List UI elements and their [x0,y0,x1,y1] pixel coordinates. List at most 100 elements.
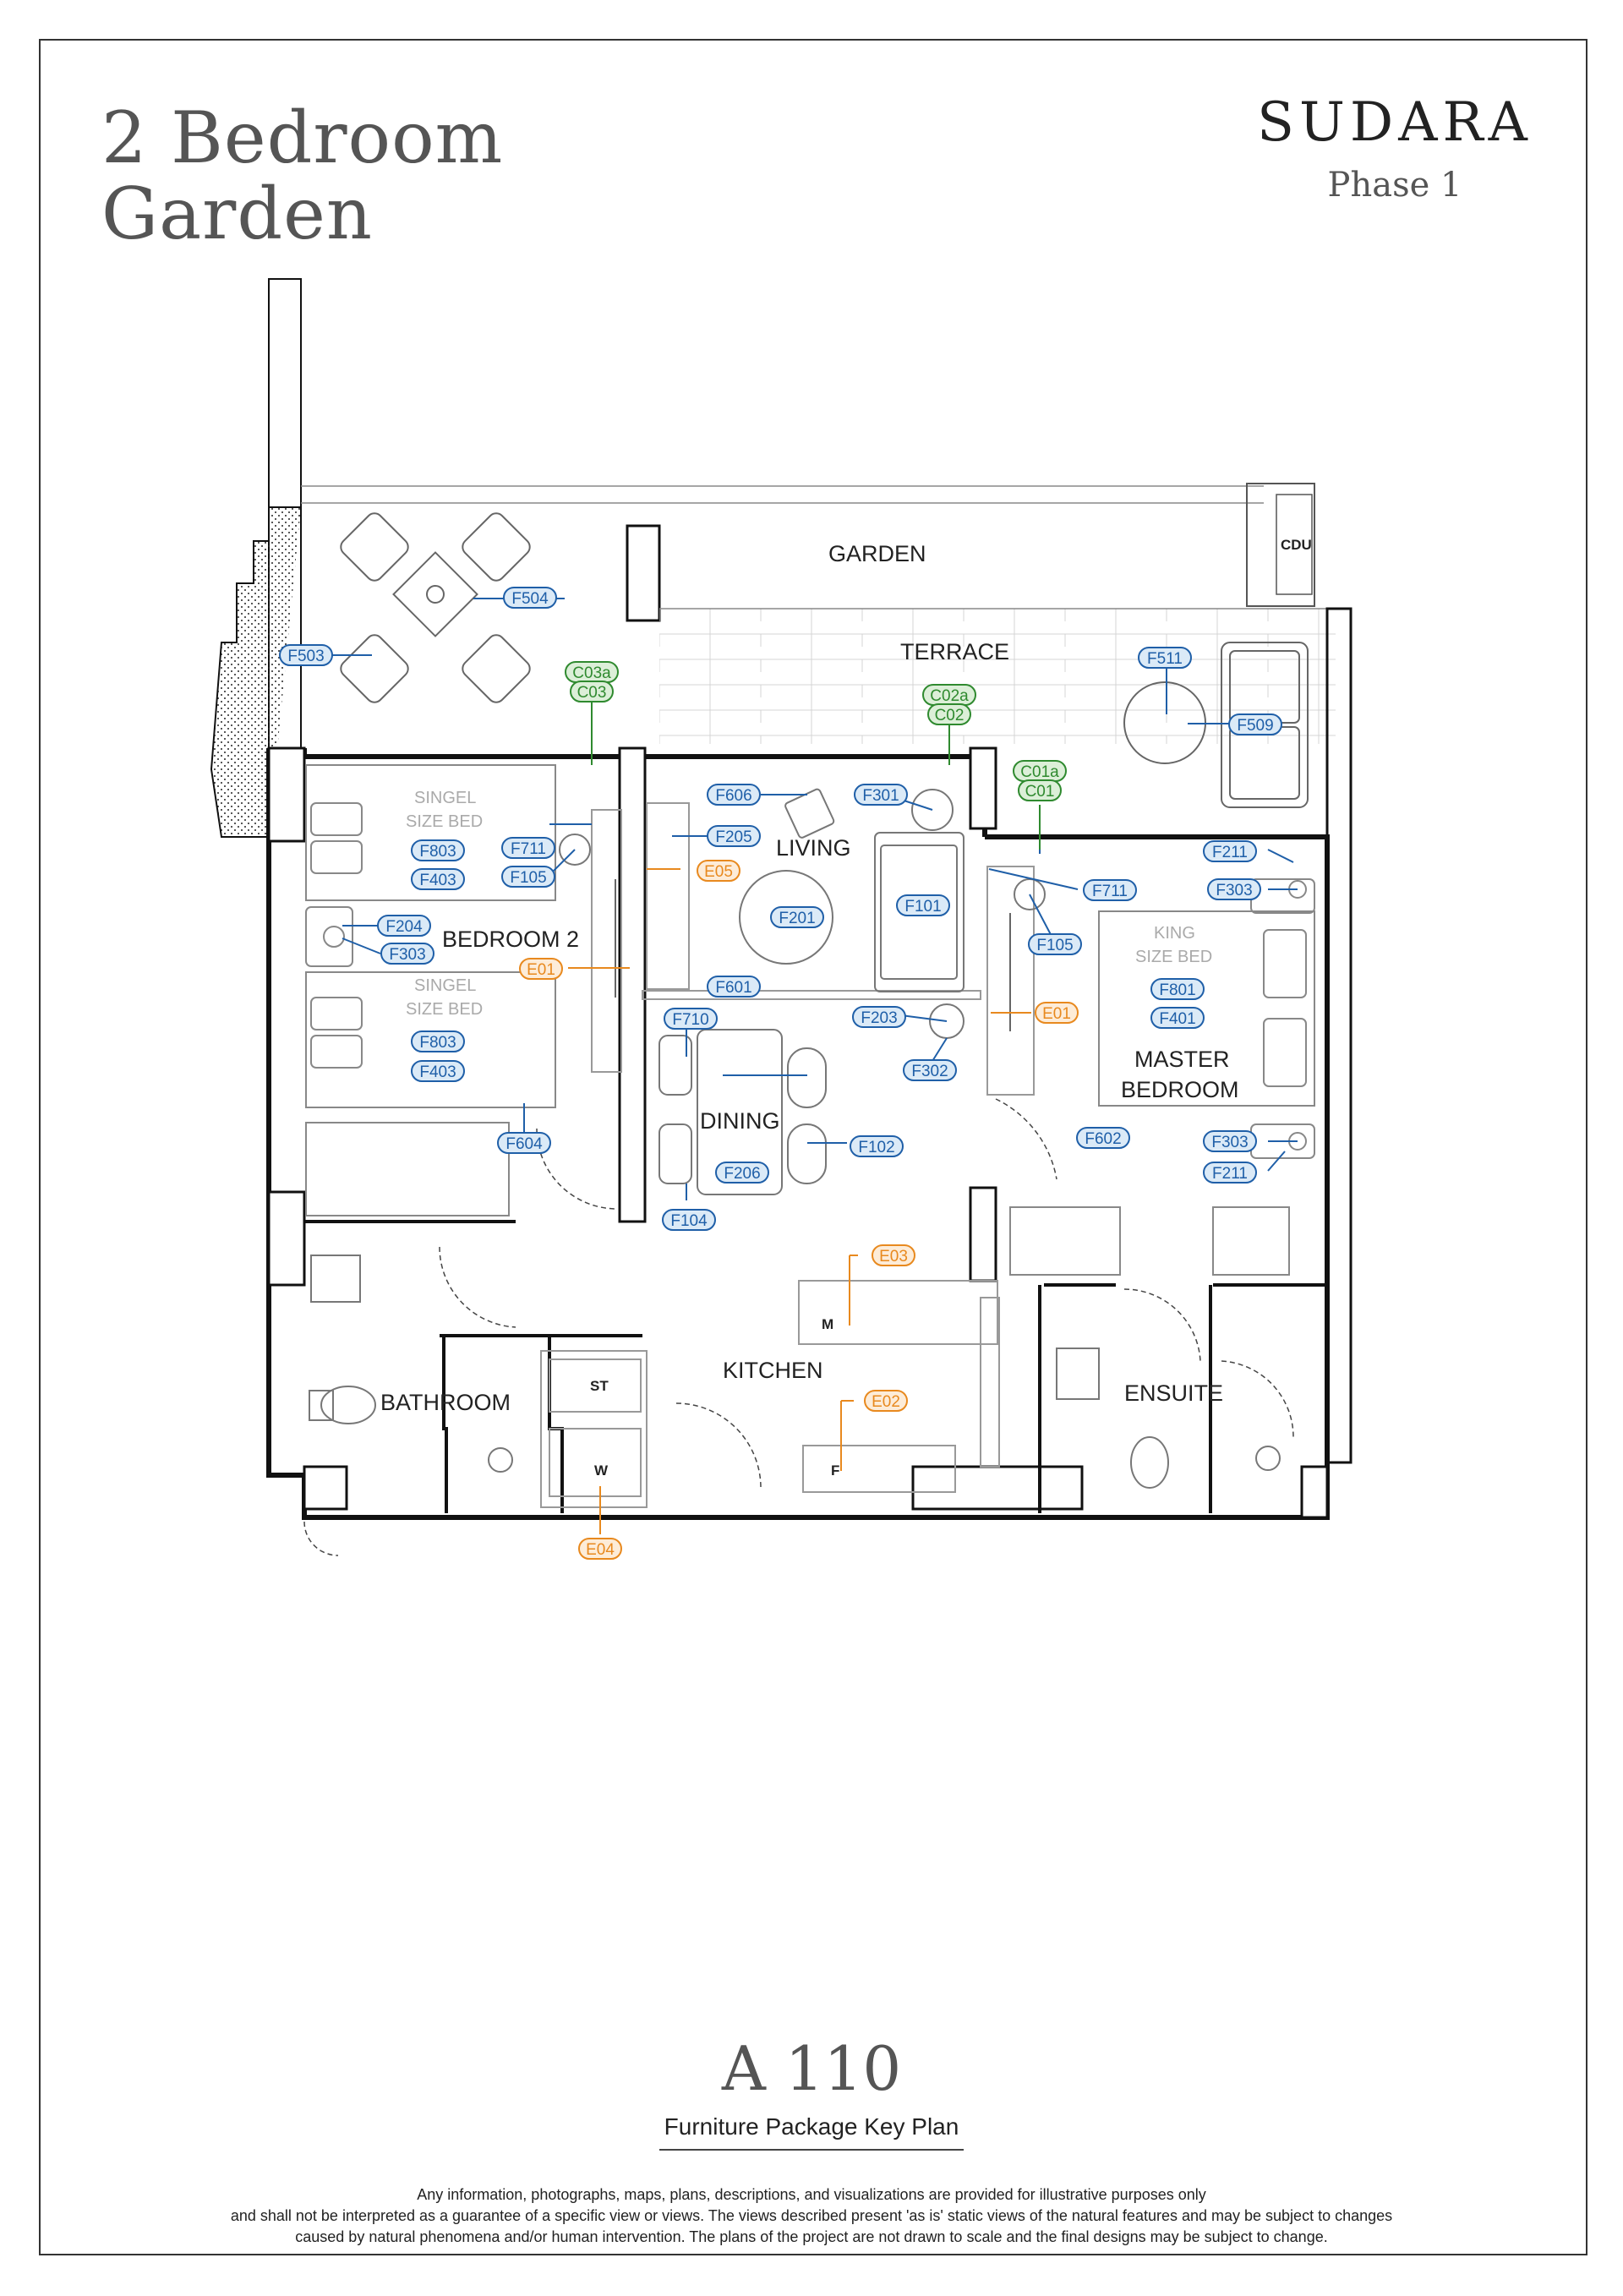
tag-label: F102 [858,1139,894,1156]
tag-label: F711 [1092,883,1128,900]
tag-label: F601 [715,979,751,997]
tag-f711b: F711 [1083,879,1137,901]
bedroom2-beds [305,764,556,1216]
tag-pill [1076,1127,1130,1149]
unit-number: A 110 [721,2033,902,2104]
tag-f204: F204 [377,915,431,937]
tag-label: F403 [419,872,456,889]
page-frame [39,39,1587,2255]
tag-label: E03 [879,1248,908,1266]
tag-pill [1203,1130,1257,1152]
tag-e03: E03 [872,1244,915,1266]
tag-pill [770,906,824,928]
tag-pill [1150,1007,1205,1029]
tag-c02: C02 [927,703,971,725]
tag-e04: E04 [578,1538,622,1560]
label-living: LIVING [776,835,851,861]
tag-pill [872,1244,915,1266]
tag-pill [707,825,761,847]
tag-pill [1035,1002,1079,1024]
bathroom-fixtures [309,1255,1281,1489]
tag-label: F211 [1212,1165,1248,1183]
tag-f101: F101 [896,894,950,916]
tag-pill [715,1162,769,1184]
tag-label: E05 [704,863,733,881]
bed2-label-a: SINGEL [414,976,476,995]
tag-e01b: E01 [1035,1002,1079,1024]
tag-pill [697,860,740,882]
tag-f203: F203 [852,1006,906,1028]
label-st: ST [590,1378,609,1394]
tag-label: F104 [670,1212,708,1230]
interior-walls [304,1220,1327,1513]
tag-label: F606 [715,787,751,805]
tag-label: F303 [1211,1134,1248,1151]
tag-pill [1207,878,1261,900]
tag-f503: F503 [279,644,333,666]
tag-label: F105 [1036,937,1073,954]
tag-c01: C01 [1018,779,1062,801]
phase-label: Phase 1 [1327,166,1462,205]
tag-pill [1203,1162,1257,1184]
bed3-label-a: KING [1154,924,1195,943]
tag-pill [411,1030,465,1052]
tag-pill [1150,978,1205,1000]
tag-f301: F301 [854,784,908,806]
patio-dining-set [340,512,531,703]
tag-label: F101 [904,898,941,916]
tag-f401: F401 [1150,1007,1205,1029]
tag-label: F710 [672,1011,708,1029]
tag-pill [864,1390,908,1412]
wall-piers [267,746,1329,1519]
disclaimer-line3: caused by natural phenomena and/or human… [295,2228,1328,2245]
tag-f710: F710 [664,1008,718,1030]
tag-label: C03a [572,664,611,682]
tag-f403a: F403 [411,868,465,890]
electrical-leaders [568,868,1031,1534]
tag-pill [903,1059,957,1081]
tag-label: F105 [510,869,546,887]
tag-pill [377,915,431,937]
tag-f302: F302 [903,1059,957,1081]
label-f: F [831,1462,839,1479]
tag-label: F205 [715,828,751,846]
tag-f602: F602 [1076,1127,1130,1149]
built-in-furniture [540,802,1035,1508]
bed1-label-a: SINGEL [414,789,476,807]
tag-f303a: F303 [380,943,434,965]
tag-f403b: F403 [411,1060,465,1082]
tag-f206: F206 [715,1162,769,1184]
disclaimer-line1: Any information, photographs, maps, plan… [417,2186,1206,2203]
label-m: M [822,1316,833,1332]
tag-label: F711 [511,840,546,858]
tag-label: F206 [724,1165,760,1183]
tag-label: F303 [389,946,425,964]
tag-pill [850,1135,904,1157]
plan-title: 2 Bedroom Garden [101,100,503,252]
tag-label: F801 [1159,981,1195,999]
tag-label: F803 [419,843,456,861]
disclaimer: Any information, photographs, maps, plan… [85,2184,1538,2248]
tag-f604: F604 [497,1132,551,1154]
tag-f801: F801 [1150,978,1205,1000]
label-bathroom: BATHROOM [380,1390,511,1415]
label-master-2: BEDROOM [1121,1077,1239,1102]
tag-pill [707,784,761,806]
tag-f606: F606 [707,784,761,806]
tag-pill [411,1060,465,1082]
tag-label: F303 [1216,882,1252,899]
label-dining: DINING [700,1108,780,1134]
tag-f711a: F711 [501,837,555,859]
tag-f803b: F803 [411,1030,465,1052]
tag-pill [519,958,563,980]
label-kitchen: KITCHEN [723,1358,823,1383]
tag-f803a: F803 [411,839,465,861]
tag-pill [497,1132,551,1154]
tag-pill [411,839,465,861]
tag-pill [1083,879,1137,901]
label-cdu: CDU [1281,537,1312,553]
tag-pill [503,587,557,609]
tag-f509: F509 [1228,713,1282,735]
tag-e01a: E01 [519,958,563,980]
bed1-label-b: SIZE BED [406,812,483,831]
